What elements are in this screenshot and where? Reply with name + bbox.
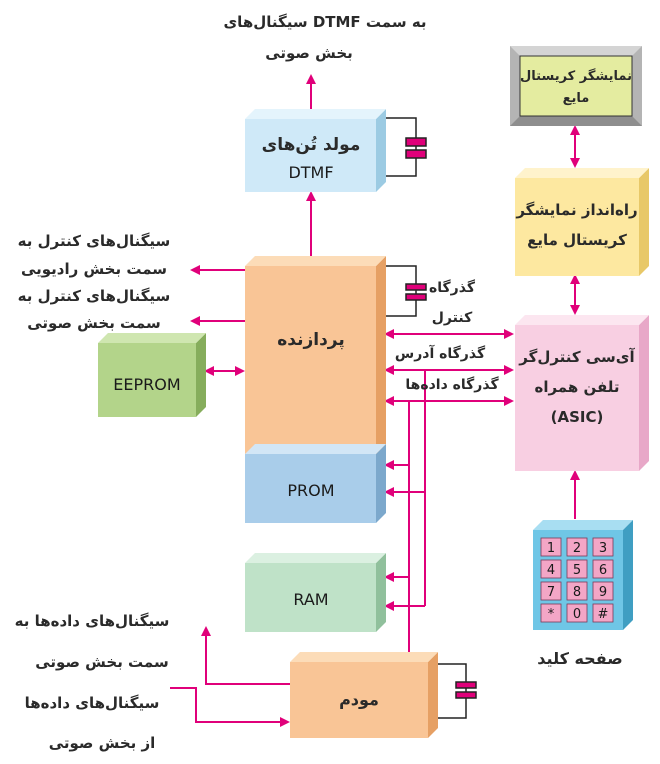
keypad-key: 0 (573, 607, 581, 622)
keypad-key-bg (592, 559, 614, 579)
dtmf-output-label-1: سیگنال‌های DTMF به سمت (223, 13, 426, 31)
control-bus-label-2: کنترل (432, 310, 473, 326)
keypad-key-bg (540, 537, 562, 557)
lcd-display-label-1: نمایشگر کریستال (520, 68, 632, 84)
prom-block: PROM (245, 444, 386, 523)
asic-label-3: (ASIC) (551, 408, 604, 426)
data-out-label-1: سیگنال‌های داده‌ها به (15, 612, 170, 630)
processor-block: پردازنده (245, 256, 386, 460)
control-radio-label-1: سیگنال‌های کنترل به (18, 232, 171, 250)
modem-block: مودم (290, 652, 438, 738)
prom-label: PROM (287, 481, 334, 500)
dtmf-output-label-2: بخش صوتی (265, 44, 353, 62)
keypad-key-bg (566, 537, 588, 557)
keypad-key: 1 (547, 541, 555, 556)
address-bus-label: گذرگاه آدرس (395, 344, 486, 362)
ram-block: RAM (245, 553, 386, 632)
data-in-label-1: سیگنال‌های داده‌ها (25, 694, 160, 712)
keypad-keys: 1 2 3 4 5 6 7 8 9 * 0 # (540, 537, 614, 623)
labels: سیگنال‌های DTMF به سمت بخش صوتی سیگنال‌ه… (15, 13, 500, 752)
modem-data-out-arrow (201, 626, 290, 685)
keypad-key-bg (592, 581, 614, 601)
keypad-key-bg (540, 603, 562, 623)
keypad-key: 8 (573, 585, 581, 600)
control-bus-label-1: گذرگاه (429, 279, 476, 296)
control-audio-label-1: سیگنال‌های کنترل به (18, 287, 171, 305)
lcd-driver-label-2: کریستال مایع (527, 231, 627, 249)
data-out-label-2: سمت بخش صوتی (35, 653, 168, 671)
keypad-caption: صفحه کلید (537, 649, 622, 668)
keypad-key-bg (566, 581, 588, 601)
keypad-key: 3 (599, 541, 607, 556)
keypad-key: 7 (547, 585, 555, 600)
lcd-display-block: نمایشگر کریستال مایع (510, 46, 642, 126)
keypad-key-bg (540, 559, 562, 579)
keypad-key: # (598, 607, 609, 622)
connections (170, 74, 580, 727)
keypad-key: 2 (573, 541, 581, 556)
keypad-key: 5 (573, 563, 581, 578)
keypad-key-bg (592, 537, 614, 557)
keypad-key-bg (540, 581, 562, 601)
eeprom-label: EEPROM (113, 375, 180, 394)
control-audio-label-2: سمت بخش صوتی (27, 314, 160, 332)
eeprom-block: EEPROM (98, 333, 206, 417)
keypad-key-bg (566, 559, 588, 579)
modem-crystal (428, 663, 477, 719)
keypad-key: 6 (599, 563, 607, 578)
dtmf-generator-label-2: DTMF (288, 163, 333, 182)
lcd-driver-block: راه‌انداز نمایشگر کریستال مایع (515, 168, 649, 276)
keypad-key: * (548, 607, 555, 622)
processor-label: پردازنده (277, 330, 345, 350)
control-radio-label-2: سمت بخش رادیویی (21, 260, 167, 278)
dtmf-crystal (380, 117, 427, 177)
asic-block: آی‌سی کنترل‌گر تلفن همراه (ASIC) (515, 315, 649, 471)
lcd-driver-label-1: راه‌انداز نمایشگر (515, 201, 637, 219)
dtmf-generator-block: مولد تُن‌های DTMF (245, 109, 386, 192)
data-bus-label: گذرگاه داده‌ها (405, 376, 499, 393)
crystals (380, 117, 477, 719)
keypad-key-bg (592, 603, 614, 623)
modem-data-in-arrow (170, 687, 290, 727)
asic-label-2: تلفن همراه (534, 378, 619, 396)
lcd-display-label-2: مایع (563, 91, 590, 106)
data-in-label-2: از بخش صوتی (49, 734, 156, 752)
ram-label: RAM (293, 590, 328, 609)
keypad-key: 9 (599, 585, 607, 600)
processor-crystal (380, 265, 427, 317)
keypad-block: 1 2 3 4 5 6 7 8 9 * 0 # صفحه کلید (533, 520, 633, 668)
asic-label-1: آی‌سی کنترل‌گر (518, 348, 635, 366)
dtmf-generator-label-1: مولد تُن‌های (262, 135, 361, 155)
keypad-key: 4 (547, 563, 555, 578)
keypad-key-bg (566, 603, 588, 623)
modem-label: مودم (339, 690, 379, 709)
